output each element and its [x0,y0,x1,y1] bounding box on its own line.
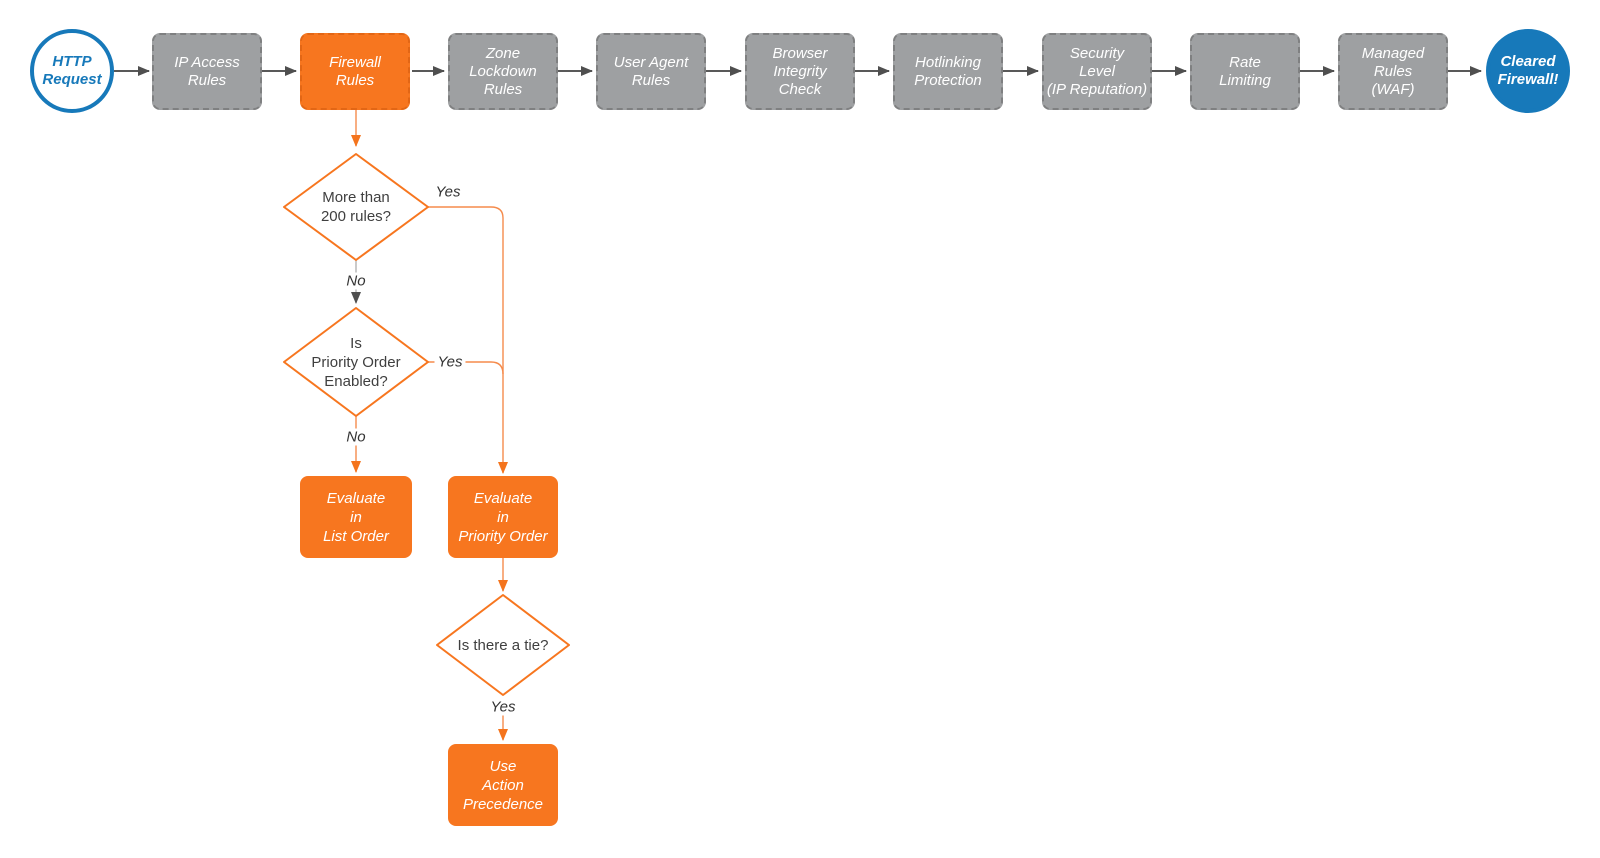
edge-label-decision2-yes: Yes [434,353,466,371]
result-use-action-precedence: Use Action Precedence [448,744,558,826]
stage-ip-access-rules: IP Access Rules [152,33,262,110]
result-evaluate-in-priority-order: Evaluate in Priority Order [448,476,558,558]
result-evaluate-in-list-order: Evaluate in List Order [300,476,412,558]
edge-label-decision2-no: No [343,428,369,446]
stage-firewall-rules: Firewall Rules [300,33,410,110]
start-node-http-request: HTTP Request [30,29,114,113]
edge-label-decision1-yes: Yes [432,183,464,201]
path-decision2-yes-merge [428,361,504,375]
stage-rate-limiting: Rate Limiting [1190,33,1300,110]
path-decision1-yes-to-priority [428,206,508,474]
stage-security-level: Security Level (IP Reputation) [1042,33,1152,110]
decision3-shape [436,594,570,696]
edge-label-decision1-no: No [343,272,369,290]
stage-browser-integrity-check: Browser Integrity Check [745,33,855,110]
decision3-is-there-a-tie: Is there a tie? [457,636,549,654]
decision2-priority-order-enabled: Is Priority Order Enabled? [311,334,401,390]
stage-hotlinking-protection: Hotlinking Protection [893,33,1003,110]
end-node-cleared-firewall: Cleared Firewall! [1486,29,1570,113]
decision2-shape [283,307,429,417]
stage-zone-lockdown-rules: Zone Lockdown Rules [448,33,558,110]
edge-label-decision3-yes: Yes [487,698,519,716]
decision1-shape [283,153,429,261]
decision1-more-than-200-rules: More than 200 rules? [320,189,392,225]
stage-user-agent-rules: User Agent Rules [596,33,706,110]
stage-managed-rules-waf: Managed Rules (WAF) [1338,33,1448,110]
